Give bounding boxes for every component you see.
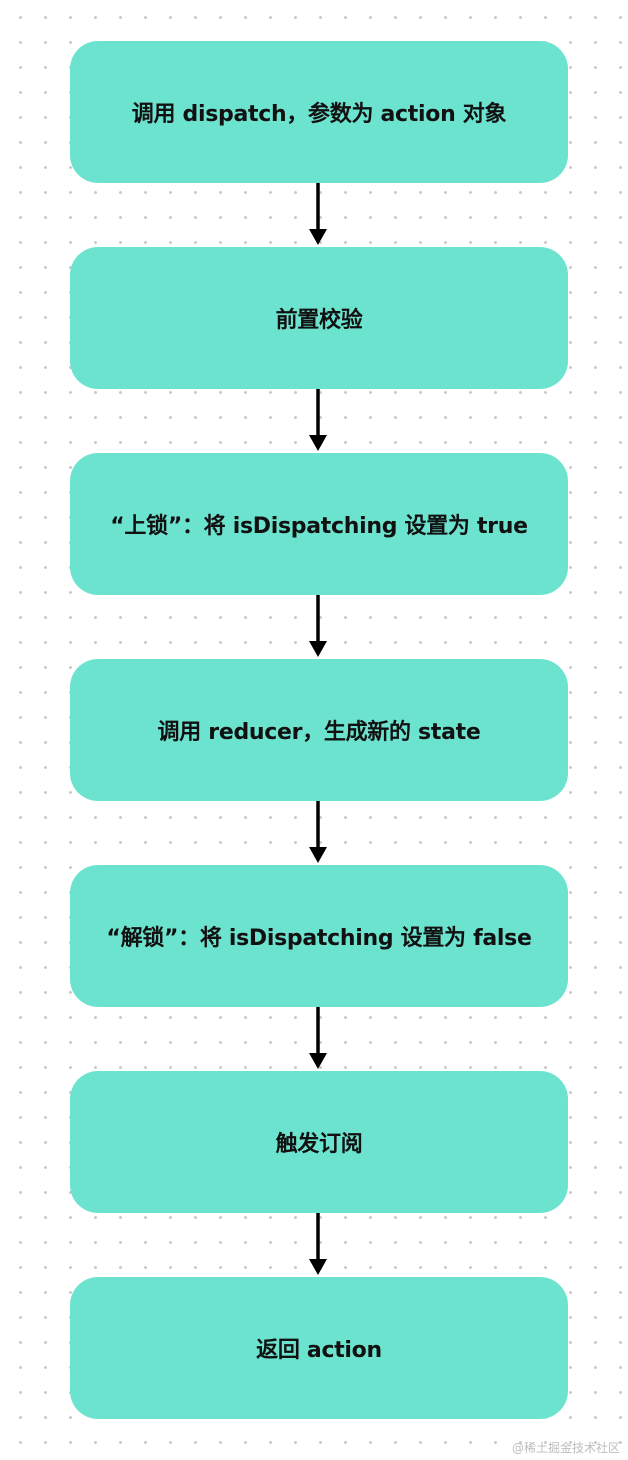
flow-arrow-1 <box>309 183 327 245</box>
flow-step-label: 前置校验 <box>275 308 363 333</box>
flow-arrow-2 <box>309 389 327 451</box>
flow-step-unlock: “解锁”：将 isDispatching 设置为 false <box>70 865 568 1007</box>
flow-step-label: “上锁”：将 isDispatching 设置为 true <box>110 514 528 539</box>
flow-step-label: 调用 reducer，生成新的 state <box>157 720 481 745</box>
flow-step-trigger-subscriptions: 触发订阅 <box>70 1071 568 1213</box>
flow-step-label: 触发订阅 <box>275 1132 363 1157</box>
flow-step-lock: “上锁”：将 isDispatching 设置为 true <box>70 453 568 595</box>
watermark: @稀土掘金技术社区 <box>511 1441 620 1455</box>
flow-step-call-reducer: 调用 reducer，生成新的 state <box>70 659 568 801</box>
flow-arrow-6 <box>309 1213 327 1275</box>
flow-step-call-dispatch: 调用 dispatch，参数为 action 对象 <box>70 41 568 183</box>
flow-step-pre-validation: 前置校验 <box>70 247 568 389</box>
flow-step-label: 返回 action <box>256 1338 382 1363</box>
flow-arrow-3 <box>309 595 327 657</box>
flow-arrow-4 <box>309 801 327 863</box>
flow-arrow-5 <box>309 1007 327 1069</box>
flow-step-label: “解锁”：将 isDispatching 设置为 false <box>106 926 532 951</box>
flow-step-label: 调用 dispatch，参数为 action 对象 <box>131 102 507 127</box>
flow-step-return-action: 返回 action <box>70 1277 568 1419</box>
